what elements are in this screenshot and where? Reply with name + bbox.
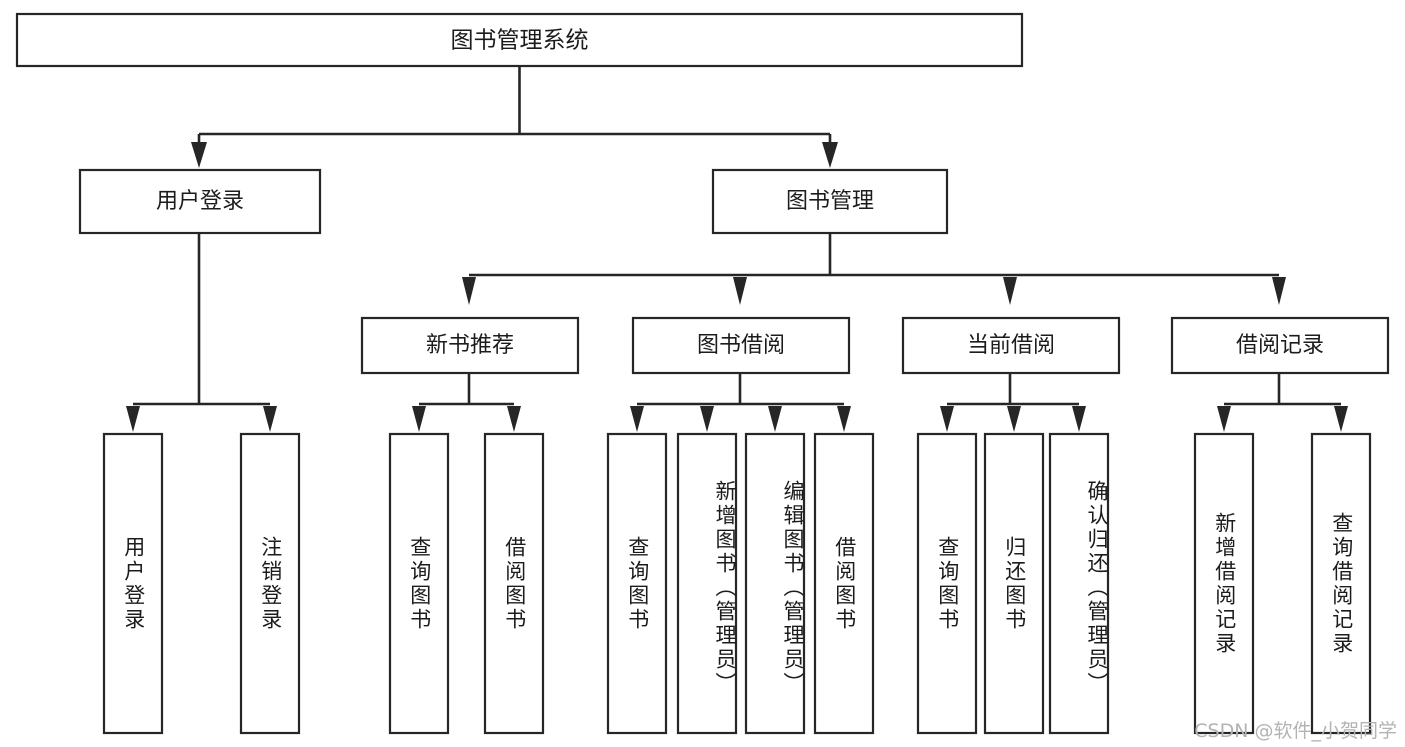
node-borrow-record-box[interactable] <box>1170 316 1390 375</box>
arrowhead-leaf-query-record <box>1334 406 1348 432</box>
arrowhead-leaf-user-login <box>126 406 140 432</box>
node-new-book-recommend-label: 新书推荐 <box>426 333 514 358</box>
arrowhead-to-book-borrow <box>733 277 747 305</box>
arrowhead-to-borrow-record <box>1272 277 1286 305</box>
node-new-book-recommend-box[interactable] <box>360 316 580 375</box>
node-user-login[interactable]: 用户登录 <box>78 168 322 235</box>
connector-group-root <box>191 66 838 168</box>
connector-group-user-login <box>126 233 277 432</box>
node-book-management[interactable]: 图书管理 <box>711 168 949 235</box>
arrowhead-to-current-borrow <box>1003 277 1017 305</box>
leaf-box-query-book-1[interactable] <box>388 432 450 735</box>
node-book-borrow[interactable]: 图书借阅 <box>631 316 851 375</box>
arrowhead-leaf-add-book <box>700 406 714 432</box>
leaf-box-borrow-book-2[interactable] <box>813 432 875 735</box>
node-current-borrow-label: 当前借阅 <box>967 333 1055 358</box>
node-user-login-box[interactable] <box>78 168 322 235</box>
node-user-login-label: 用户登录 <box>156 189 244 214</box>
node-book-management-box[interactable] <box>711 168 949 235</box>
arrowhead-to-user-login <box>191 142 207 168</box>
leaf-box-add-record[interactable] <box>1193 432 1255 735</box>
leaf-box-add-book[interactable] <box>676 432 738 735</box>
connector-group-new-book-recommend <box>412 373 521 432</box>
leaf-box-logout-login[interactable] <box>239 432 301 735</box>
arrowhead-to-new-book-recommend <box>462 277 476 305</box>
node-root-box[interactable] <box>15 12 1024 68</box>
leaf-box-query-book-3[interactable] <box>916 432 978 735</box>
connector-group-current-borrow <box>940 373 1086 432</box>
leaf-box-borrow-book-1[interactable] <box>483 432 545 735</box>
node-current-borrow-box[interactable] <box>901 316 1121 375</box>
leaf-box-query-book-2[interactable] <box>606 432 668 735</box>
arrowhead-to-book-management <box>822 142 838 168</box>
leaf-box-user-login[interactable] <box>102 432 164 735</box>
arrowhead-leaf-return-book <box>1007 406 1021 432</box>
connector-group-book-borrow <box>630 373 851 432</box>
leaf-box-query-record[interactable] <box>1310 432 1372 735</box>
connector-group-book-management <box>462 233 1286 305</box>
node-borrow-record-label: 借阅记录 <box>1236 333 1324 358</box>
node-root-label: 图书管理系统 <box>451 28 589 54</box>
arrowhead-leaf-query-book-3 <box>940 406 954 432</box>
leaf-box-edit-book[interactable] <box>744 432 806 735</box>
node-book-borrow-box[interactable] <box>631 316 851 375</box>
node-root[interactable]: 图书管理系统 <box>15 12 1024 68</box>
arrowhead-leaf-add-record <box>1217 406 1231 432</box>
node-book-borrow-label: 图书借阅 <box>697 333 785 358</box>
leaf-box-confirm-return[interactable] <box>1048 432 1110 735</box>
arrowhead-leaf-borrow-book-2 <box>837 406 851 432</box>
arrowhead-leaf-borrow-book-1 <box>507 406 521 432</box>
arrowhead-leaf-edit-book <box>768 406 782 432</box>
node-book-management-label: 图书管理 <box>786 189 874 214</box>
node-current-borrow[interactable]: 当前借阅 <box>901 316 1121 375</box>
node-new-book-recommend[interactable]: 新书推荐 <box>360 316 580 375</box>
arrowhead-leaf-confirm-return <box>1072 406 1086 432</box>
connector-group-borrow-record <box>1217 373 1348 432</box>
node-borrow-record[interactable]: 借阅记录 <box>1170 316 1390 375</box>
arrowhead-leaf-logout-login <box>263 406 277 432</box>
csdn-watermark: CSDN @软件_小贺同学 <box>1194 720 1397 742</box>
arrowhead-leaf-query-book-2 <box>630 406 644 432</box>
leaf-box-return-book[interactable] <box>983 432 1045 735</box>
arrowhead-leaf-query-book-1 <box>412 406 426 432</box>
